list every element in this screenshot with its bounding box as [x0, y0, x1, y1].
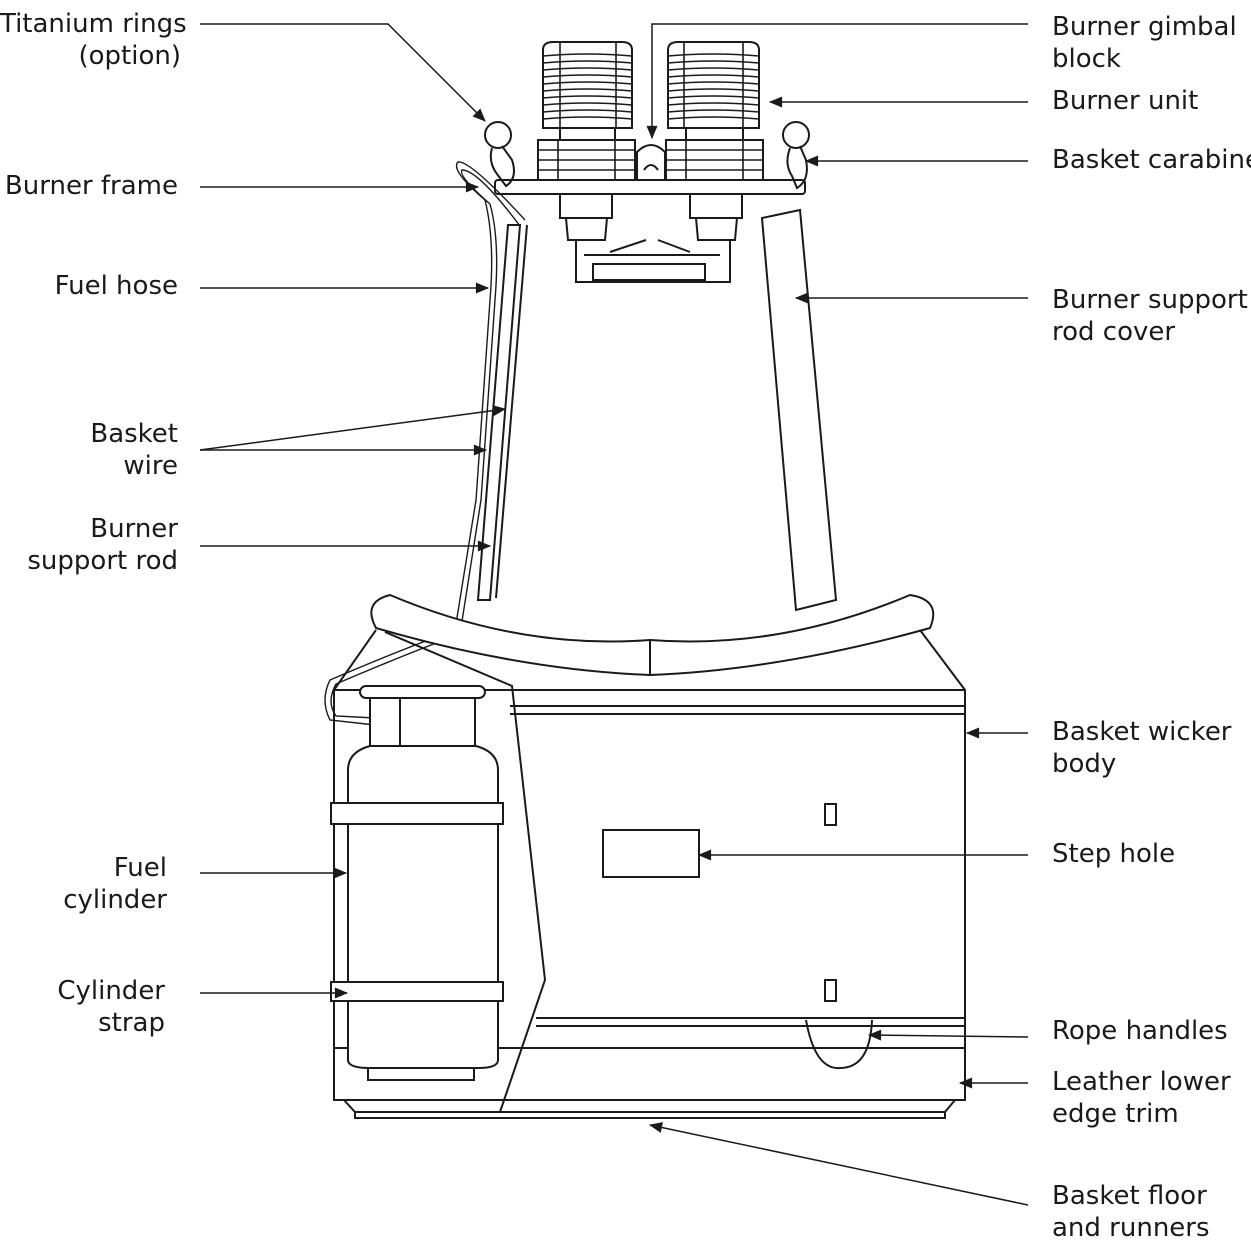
burner-support-rod-cover-shape [760, 208, 838, 612]
label-burner-unit: Burner unit [1052, 85, 1198, 117]
cylinder-strap-upper [330, 802, 504, 825]
label-line: support rod [27, 546, 178, 576]
label-line: edge trim [1052, 1099, 1179, 1129]
label-rope-handles: Rope handles [1052, 1015, 1228, 1047]
label-burner-frame: Burner frame [0, 170, 178, 202]
burner-support-rod [476, 224, 528, 601]
label-burner-support-rod-cover: Burner support rod cover [1052, 284, 1248, 348]
label-basket-wire: Basket wire [0, 418, 178, 482]
step-hole-small-lower [824, 979, 837, 1002]
fuel-hose [324, 161, 526, 726]
label-line: Basket floor [1052, 1181, 1207, 1211]
label-basket-carabiner: Basket carabiner [1052, 144, 1251, 176]
label-line: wire [123, 451, 178, 481]
label-line: Burner [90, 514, 178, 544]
label-fuel-cylinder: Fuel cylinder [0, 852, 167, 916]
label-basket-floor-and-runners: Basket floor and runners [1052, 1180, 1210, 1244]
label-step-hole: Step hole [1052, 838, 1175, 870]
label-burner-gimbal-block: Burner gimbal block [1052, 11, 1237, 75]
label-burner-support-rod: Burner support rod [0, 513, 178, 577]
label-line: block [1052, 44, 1121, 74]
label-line: (option) [78, 41, 181, 71]
titanium-rings-and-carabiners [484, 121, 810, 190]
burner-unit-left-coil [542, 41, 633, 129]
label-line: strap [98, 1008, 165, 1038]
label-line: rod cover [1052, 317, 1176, 347]
label-line: Fuel [113, 853, 167, 883]
label-basket-wicker-body: Basket wicker body [1052, 716, 1232, 780]
label-line: Burner gimbal [1052, 12, 1237, 42]
label-titanium-rings: Titanium rings (option) [0, 8, 187, 72]
burner-bodies [494, 128, 806, 283]
gimbal-block-shape [636, 144, 666, 190]
label-line: and runners [1052, 1213, 1210, 1243]
label-line: Burner unit [1052, 86, 1199, 116]
step-hole-large [602, 829, 700, 878]
fuel-cylinder-shape [330, 685, 504, 1081]
label-line: cylinder [63, 885, 167, 915]
leader-lines [199, 23, 1029, 1206]
burner-unit-right-coil [667, 41, 760, 129]
cylinder-strap-lower [330, 981, 504, 1002]
label-line: Basket carabiner [1052, 145, 1251, 175]
label-line: Cylinder [57, 976, 165, 1006]
label-line: Burner frame [4, 171, 178, 201]
label-fuel-hose: Fuel hose [0, 270, 178, 302]
label-line: Leather lower [1052, 1067, 1231, 1097]
label-line: Fuel hose [54, 271, 178, 301]
rope-handle-shape [805, 1019, 873, 1070]
label-line: Basket wicker [1052, 717, 1232, 747]
label-line: Rope handles [1052, 1016, 1228, 1046]
label-line: Basket [90, 419, 178, 449]
step-hole-small-upper [824, 803, 837, 826]
basket-top-rim [370, 593, 935, 677]
label-line: Step hole [1052, 839, 1176, 869]
label-line: Titanium rings [0, 9, 187, 39]
label-leather-lower-edge-trim: Leather lower edge trim [1052, 1066, 1231, 1130]
label-line: body [1052, 749, 1117, 779]
label-cylinder-strap: Cylinder strap [0, 975, 165, 1039]
label-line: Burner support [1052, 285, 1248, 315]
